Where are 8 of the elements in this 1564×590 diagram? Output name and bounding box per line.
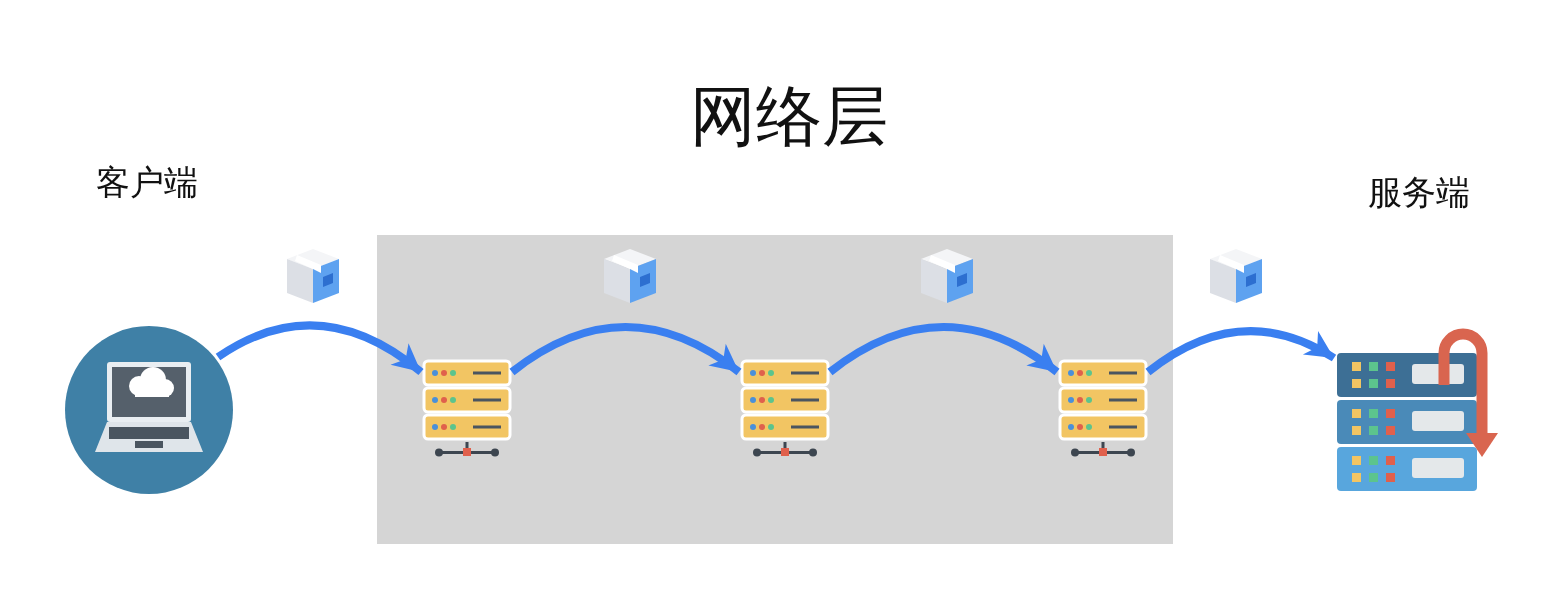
network-zone xyxy=(377,235,1173,544)
node-label: 服务端 xyxy=(1368,171,1470,214)
title: 网络层 xyxy=(690,77,888,157)
arrow xyxy=(215,321,424,376)
arrow xyxy=(1145,327,1337,376)
arrow xyxy=(509,323,742,376)
arrow xyxy=(827,323,1060,376)
node-label: 客户端 xyxy=(96,161,198,204)
